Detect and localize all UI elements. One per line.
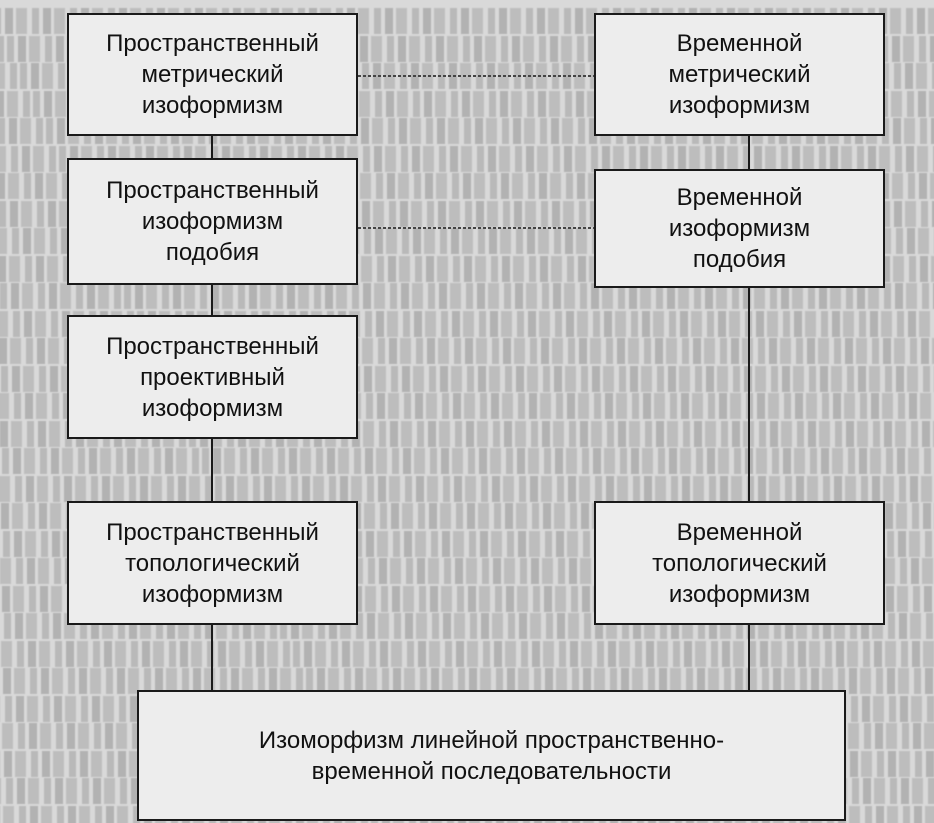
box-temporal-similarity-isoformism: Временной изоформизм подобия: [594, 169, 885, 288]
box-temporal-metric-isoformism: Временной метрический изоформизм: [594, 13, 885, 136]
box-spatial-projective-isoformism: Пространственный проективный изоформизм: [67, 315, 358, 439]
box-linear-spatiotemporal-isomorphism: Изоморфизм линейной пространственно- вре…: [137, 690, 846, 821]
box-spatial-metric-isoformism: Пространственный метрический изоформизм: [67, 13, 358, 136]
box-temporal-topological-isoformism: Временной топологический изоформизм: [594, 501, 885, 625]
box-spatial-topological-isoformism: Пространственный топологический изоформи…: [67, 501, 358, 625]
box-spatial-similarity-isoformism: Пространственный изоформизм подобия: [67, 158, 358, 285]
